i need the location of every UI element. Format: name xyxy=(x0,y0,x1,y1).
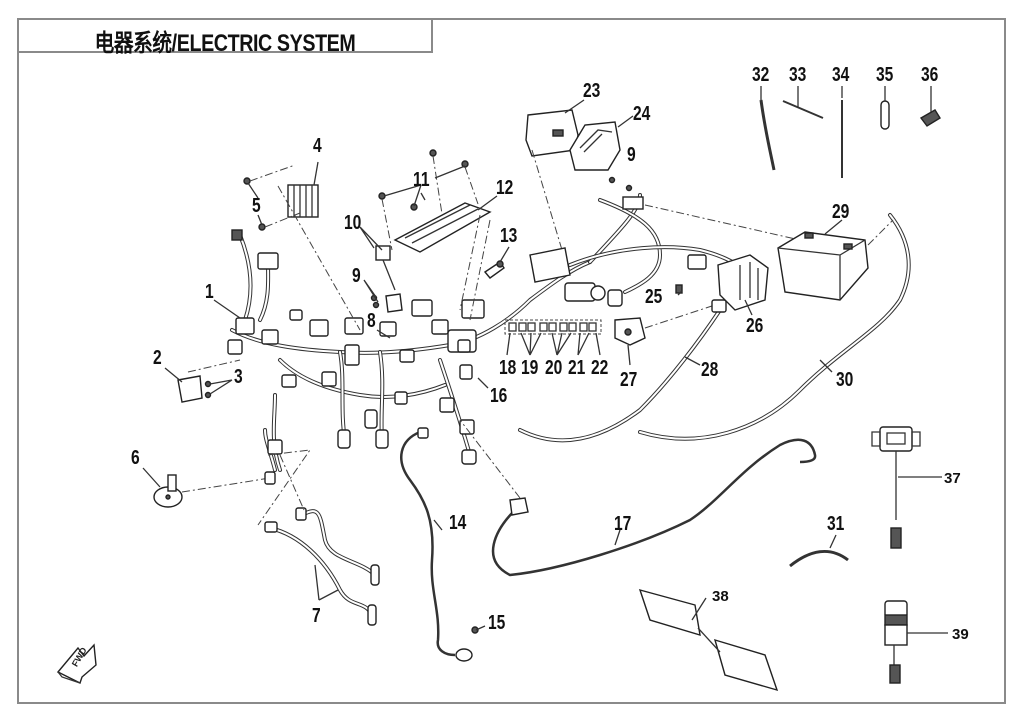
callout-3: 3 xyxy=(234,366,243,388)
page-title: 电器系统/ELECTRIC SYSTEM xyxy=(94,30,356,57)
callout-8: 8 xyxy=(367,310,376,332)
callout-27: 27 xyxy=(620,369,638,391)
usb-39 xyxy=(884,600,908,684)
callout-31: 31 xyxy=(827,513,845,535)
callout-36: 36 xyxy=(921,64,939,86)
callout-29: 29 xyxy=(832,201,850,223)
fuse-25 xyxy=(675,284,683,294)
callout-12: 12 xyxy=(496,177,514,199)
callout-24: 24 xyxy=(633,103,651,125)
callout-11: 11 xyxy=(413,169,430,191)
relay-10 xyxy=(375,245,396,291)
callout-17: 17 xyxy=(614,513,632,535)
callout-26: 26 xyxy=(746,315,764,337)
callout-15: 15 xyxy=(488,612,506,634)
callout-32: 32 xyxy=(752,64,770,86)
callout-9-left: 9 xyxy=(352,265,361,287)
callout-10: 10 xyxy=(344,212,362,234)
callout-18: 18 xyxy=(499,357,517,379)
callout-38: 38 xyxy=(712,588,729,605)
callout-30: 30 xyxy=(836,369,854,391)
sensor-cable-14 xyxy=(400,427,479,662)
callout-28: 28 xyxy=(701,359,719,381)
callout-23: 23 xyxy=(583,80,601,102)
regulator-4 xyxy=(243,164,361,331)
cover-24 xyxy=(569,121,621,171)
fuse-box xyxy=(504,247,606,335)
cable-31 xyxy=(789,549,849,568)
bracket-2 xyxy=(177,359,241,403)
horn-6 xyxy=(153,474,271,508)
callout-5: 5 xyxy=(252,195,261,217)
callout-16: 16 xyxy=(490,385,508,407)
small-parts-32-36 xyxy=(759,99,941,178)
relay-27 xyxy=(607,289,716,346)
callout-2: 2 xyxy=(153,347,162,369)
callout-21: 21 xyxy=(568,357,586,379)
callout-37: 37 xyxy=(944,470,961,487)
callout-33: 33 xyxy=(789,64,807,86)
callout-39: 39 xyxy=(952,626,969,643)
bracket-38 xyxy=(638,588,779,692)
callout-4: 4 xyxy=(313,135,322,157)
sensor-13 xyxy=(483,260,505,279)
bolt-9-right xyxy=(608,176,801,241)
leader-lines xyxy=(142,86,948,634)
main-wiring-harness xyxy=(227,193,742,472)
callout-13: 13 xyxy=(500,225,518,247)
fuse-panel-26 xyxy=(687,254,769,311)
battery-29 xyxy=(777,231,869,301)
callout-1: 1 xyxy=(205,281,214,303)
callout-34: 34 xyxy=(832,64,850,86)
title-box: 电器系统/ELECTRIC SYSTEM xyxy=(17,18,433,57)
callout-20: 20 xyxy=(545,357,563,379)
cable-30 xyxy=(638,213,911,441)
callout-19: 19 xyxy=(521,357,539,379)
ecu-12 xyxy=(378,149,492,321)
module-23 xyxy=(525,109,579,251)
callout-9-right: 9 xyxy=(627,144,636,166)
meter-37 xyxy=(871,426,921,549)
cable-28 xyxy=(518,299,727,443)
cable-17 xyxy=(459,419,817,577)
callout-35: 35 xyxy=(876,64,894,86)
callout-14: 14 xyxy=(449,512,467,534)
oxygen-sensors-7 xyxy=(257,428,380,626)
callout-25: 25 xyxy=(645,286,663,308)
callout-22: 22 xyxy=(591,357,609,379)
forward-arrow-icon xyxy=(56,643,97,684)
drawing-frame xyxy=(17,18,1006,704)
callout-7: 7 xyxy=(312,605,321,627)
callout-6: 6 xyxy=(131,447,140,469)
